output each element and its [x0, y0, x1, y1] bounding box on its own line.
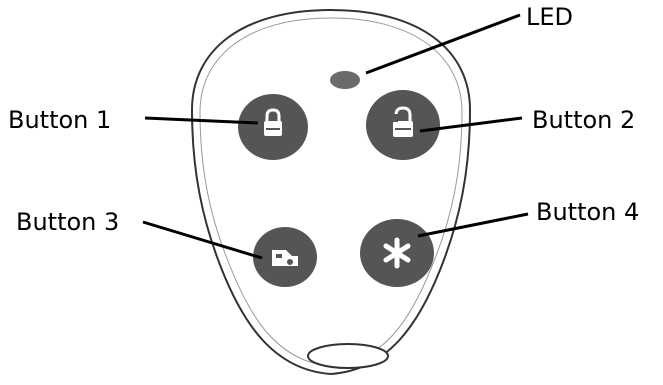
- label-button-3: Button 3: [16, 208, 119, 236]
- key-fob-body: [192, 10, 470, 374]
- button-3[interactable]: [253, 227, 317, 287]
- button-2[interactable]: [366, 90, 440, 160]
- button-1[interactable]: [238, 94, 308, 160]
- label-button-2: Button 2: [532, 106, 635, 134]
- led-indicator: [330, 71, 360, 89]
- label-led: LED: [526, 3, 573, 31]
- button-4[interactable]: [360, 219, 434, 287]
- label-button-1: Button 1: [8, 106, 111, 134]
- label-button-4: Button 4: [536, 198, 639, 226]
- keyring-hole: [308, 344, 388, 368]
